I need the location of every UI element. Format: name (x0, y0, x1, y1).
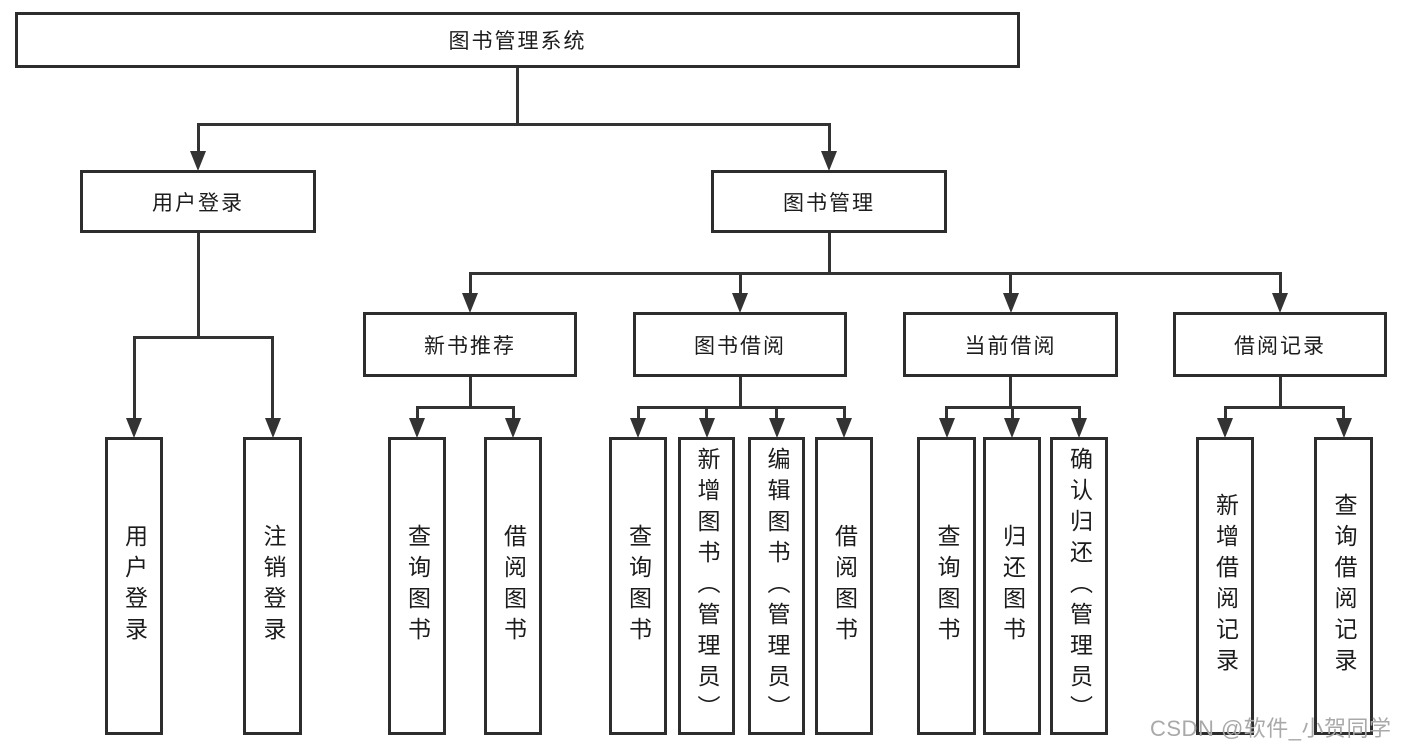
node-label: 查询图书 (404, 524, 431, 648)
connector-drop (738, 272, 742, 296)
node-leaf-borrow-books: 借阅图书 (815, 437, 873, 735)
node-label: 新书推荐 (424, 334, 516, 358)
arrow-down-icon (505, 418, 521, 438)
connector-stub (738, 377, 742, 409)
node-book-mgmt: 图书管理 (711, 170, 947, 233)
connector-bus (468, 272, 1282, 275)
connector-drop (1009, 272, 1012, 296)
arrow-down-icon (732, 293, 748, 313)
node-leaf-add-borrow-record: 新增借阅记录 (1196, 437, 1254, 735)
arrow-down-icon (768, 418, 785, 438)
node-label: 确认归还（管理员） (1066, 446, 1093, 726)
connector-drop (705, 406, 708, 421)
node-label: 用户登录 (121, 524, 148, 648)
node-leaf-logout: 注销登录 (243, 437, 302, 735)
connector-bus (132, 336, 274, 339)
connector-stub (468, 377, 472, 409)
arrow-down-icon (938, 418, 955, 438)
node-borrow-records: 借阅记录 (1173, 312, 1387, 377)
node-label: 借阅记录 (1234, 334, 1326, 358)
connector-drop (511, 406, 515, 421)
node-label: 用户登录 (152, 191, 244, 215)
arrow-down-icon (836, 418, 852, 438)
connector-drop (1278, 272, 1282, 296)
node-leaf-confirm-return-admin: 确认归还（管理员） (1050, 437, 1108, 735)
connector-drop (196, 123, 200, 154)
node-label: 图书管理 (783, 191, 875, 215)
node-label: 图书管理系统 (448, 30, 587, 53)
connector-bus (196, 123, 831, 126)
arrow-down-icon (1002, 293, 1019, 313)
node-leaf-add-book-admin: 新增图书（管理员） (678, 437, 735, 735)
connector-stub (196, 233, 200, 339)
arrow-down-icon (264, 418, 281, 438)
node-root: 图书管理系统 (15, 12, 1020, 68)
connector-drop (842, 406, 846, 421)
connector-drop (775, 406, 778, 421)
connector-drop (1010, 406, 1014, 421)
connector-drop (827, 123, 831, 154)
arrow-down-icon (1335, 418, 1352, 438)
connector-drop (1342, 406, 1345, 421)
connector-stub (1278, 377, 1282, 409)
node-label: 查询图书 (934, 524, 960, 648)
connector-stub (516, 68, 519, 126)
connector-drop (945, 406, 948, 421)
arrow-down-icon (409, 418, 425, 438)
node-new-book-rec: 新书推荐 (363, 312, 577, 377)
node-leaf-query-books-borrow: 查询图书 (609, 437, 667, 735)
arrow-down-icon (126, 418, 142, 438)
node-label: 借阅图书 (500, 524, 527, 648)
node-label: 归还图书 (999, 524, 1026, 648)
node-label: 图书借阅 (694, 334, 786, 358)
node-book-borrow: 图书借阅 (633, 312, 847, 377)
connector-stub (827, 233, 831, 275)
connector-stub (1009, 377, 1012, 409)
connector-drop (468, 272, 472, 296)
watermark: CSDN @软件_小贺同学 (1150, 716, 1392, 741)
connector-bus (636, 406, 846, 409)
arrow-down-icon (1004, 418, 1020, 438)
node-label: 新增借阅记录 (1212, 493, 1239, 679)
arrow-down-icon (190, 151, 206, 171)
node-user-login: 用户登录 (80, 170, 316, 233)
node-label: 编辑图书（管理员） (764, 446, 790, 726)
node-current-borrow: 当前借阅 (903, 312, 1118, 377)
arrow-down-icon (698, 418, 715, 438)
node-label: 当前借阅 (964, 334, 1057, 358)
node-leaf-edit-book-admin: 编辑图书（管理员） (748, 437, 805, 735)
connector-drop (1077, 406, 1081, 421)
node-leaf-query-books-current: 查询图书 (917, 437, 976, 735)
connector-drop (132, 336, 136, 421)
node-label: 借阅图书 (831, 524, 858, 648)
node-leaf-query-books-rec: 查询图书 (388, 437, 446, 735)
arrow-down-icon (462, 293, 478, 313)
node-leaf-borrow-books-rec: 借阅图书 (484, 437, 542, 735)
arrow-down-icon (1272, 293, 1288, 313)
connector-drop (271, 336, 274, 421)
arrow-down-icon (821, 151, 837, 171)
node-label: 新增图书（管理员） (694, 446, 720, 726)
node-label: 查询图书 (625, 524, 652, 648)
node-label: 查询借阅记录 (1331, 493, 1357, 679)
node-leaf-query-borrow-record: 查询借阅记录 (1314, 437, 1373, 735)
connector-drop (1223, 406, 1227, 421)
node-leaf-return-books: 归还图书 (983, 437, 1041, 735)
connector-drop (415, 406, 419, 421)
arrow-down-icon (630, 418, 646, 438)
node-label: 注销登录 (260, 524, 286, 648)
connector-bus (1223, 406, 1345, 409)
arrow-down-icon (1071, 418, 1087, 438)
node-leaf-user-login: 用户登录 (105, 437, 163, 735)
arrow-down-icon (1217, 418, 1233, 438)
connector-drop (636, 406, 640, 421)
connector-bus (415, 406, 515, 409)
